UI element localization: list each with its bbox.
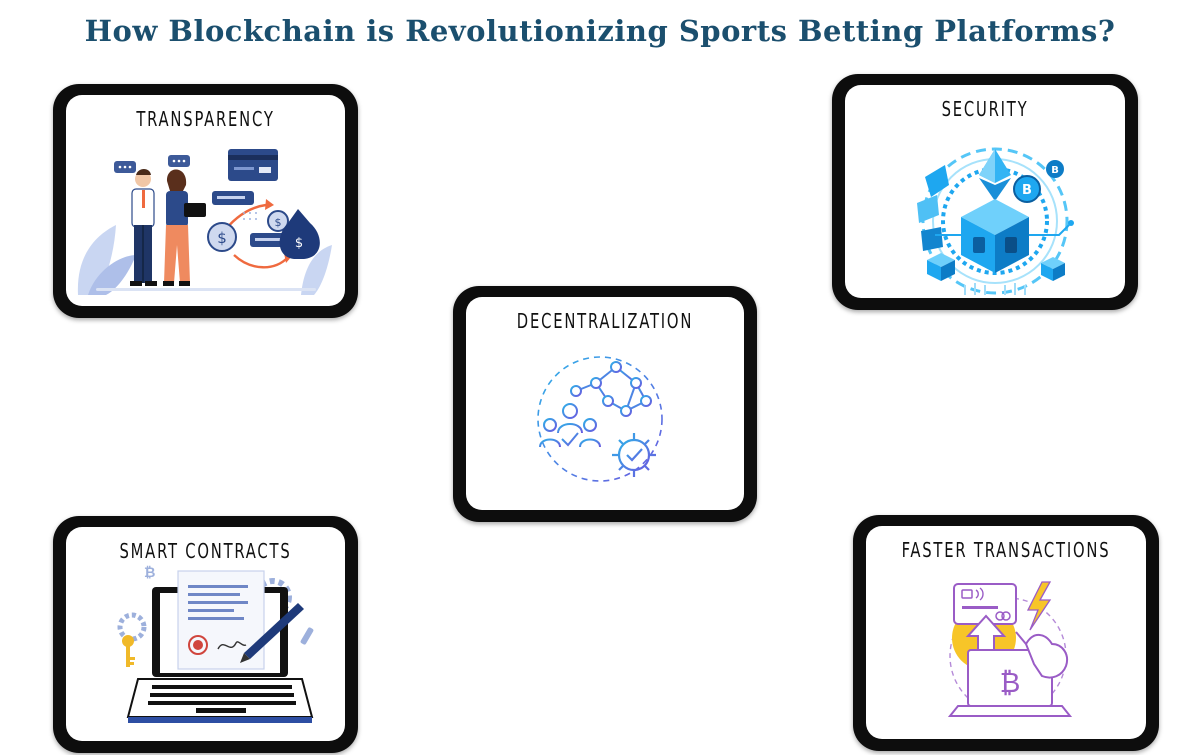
svg-text:$: $ [275, 216, 282, 229]
smart-contracts-card: SMART CONTRACTS ₿ [53, 516, 358, 753]
page-title: How Blockchain is Revolutionizing Sports… [84, 14, 1116, 48]
security-card: SECURITY [832, 74, 1138, 310]
svg-text:$: $ [217, 229, 227, 247]
faster-transactions-illustration: ₿ [947, 581, 1073, 717]
decentralization-card-body: DECENTRALIZATION [466, 297, 744, 510]
svg-text:₿: ₿ [1000, 666, 1021, 699]
faster-transactions-label: FASTER TRANSACTIONS [901, 538, 1111, 562]
svg-text:₿: ₿ [144, 565, 155, 581]
smart-contracts-card-body: SMART CONTRACTS ₿ [66, 527, 345, 741]
smart-contracts-illustration: ₿ [117, 565, 314, 723]
decentralization-label: DECENTRALIZATION [516, 309, 694, 333]
transparency-card-body: TRANSPARENCY [66, 95, 345, 306]
svg-text:B: B [1051, 165, 1059, 176]
smart-contracts-label: SMART CONTRACTS [119, 539, 292, 563]
svg-text:B: B [1022, 183, 1032, 198]
faster-transactions-card: FASTER TRANSACTIONS ₿ [853, 515, 1159, 751]
faster-transactions-card-body: FASTER TRANSACTIONS ₿ [866, 526, 1146, 739]
decentralization-illustration [537, 356, 663, 482]
security-label: SECURITY [941, 97, 1029, 121]
svg-text:$: $ [295, 236, 303, 251]
decentralization-card: DECENTRALIZATION [453, 286, 757, 522]
transparency-label: TRANSPARENCY [136, 107, 275, 131]
transparency-illustration: $ $ $ [77, 149, 332, 295]
security-card-body: SECURITY [845, 85, 1125, 298]
security-illustration: B B [917, 147, 1074, 295]
transparency-card: TRANSPARENCY [53, 84, 358, 318]
